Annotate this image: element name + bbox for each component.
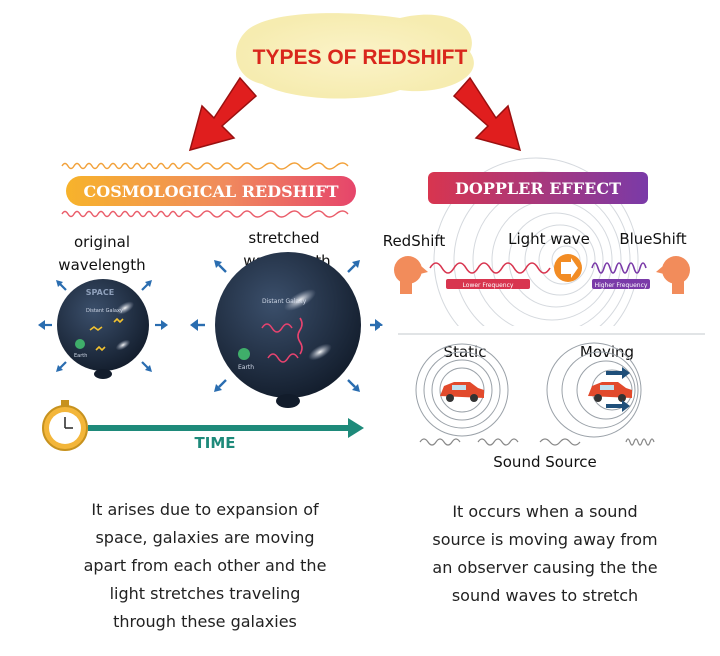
stopwatch-icon [42,400,88,451]
small-sphere-space-label: SPACE [86,288,114,297]
expansion-arrows-large-icon [190,260,383,392]
small-sphere-earth-label: Earth [74,353,87,359]
lower-frequency-text: Lower Frequency [463,282,514,289]
doppler-description-line: It occurs when a sound [452,502,638,521]
cosmological-description-line: light stretches traveling [109,584,301,603]
static-sound-wave [419,438,461,446]
small-space-sphere: SPACE Distant Galaxy Earth [57,279,149,379]
large-space-sphere: Distant Galaxy Earth [215,252,361,408]
cosmological-description-line: through these galaxies [113,612,297,631]
cosmological-description: It arises due to expansion of space, gal… [50,496,360,636]
moving-car-icon [588,382,632,402]
redshift-label: RedShift [383,232,446,250]
cosmological-banner [66,176,356,206]
small-sphere-galaxy-label: Distant Galaxy [86,308,123,314]
wave-decoration-top [61,162,349,170]
original-wavelength-label-2: wavelength [58,256,145,274]
doppler-banner [428,172,648,204]
higher-frequency-text: Higher Frequency [595,282,648,289]
large-sphere-earth-label: Earth [238,364,254,371]
doppler-description-line: sound waves to stretch [451,586,639,605]
doppler-description-line: source is moving away from [432,530,658,549]
time-arrow [88,418,364,438]
large-earth-icon [238,348,250,360]
title-blob [236,13,474,99]
cosmological-description-line: space, galaxies are moving [95,528,315,547]
moving-sound-wave [539,438,581,446]
right-observer-icon [656,256,690,294]
large-sphere-galaxy-label: Distant Galaxy [262,298,307,305]
doppler-banner-text: DOPPLER EFFECT [455,179,621,198]
wave-decoration-bottom [61,210,349,218]
original-wavelength-label-1: original [74,233,130,251]
lower-frequency-tag [446,279,530,289]
doppler-description-line: an observer causing the the [432,558,658,577]
page-title: TYPES OF REDSHIFT [253,46,468,69]
cosmological-banner-text: COSMOLOGICAL REDSHIFT [84,182,339,201]
small-earth-icon [75,339,85,349]
cosmological-description-line: It arises due to expansion of [91,500,319,519]
motion-arrows-icon [606,367,630,412]
static-car-icon [440,382,484,402]
expansion-arrows-small-icon [38,280,168,372]
right-arrow-icon [452,76,522,152]
time-label: TIME [195,434,236,452]
stretched-wavelength-label-1: stretched [248,229,319,247]
red-wave [429,262,551,274]
moving-label: Moving [580,343,634,361]
doppler-description: It occurs when a sound source is moving … [400,498,690,610]
higher-frequency-tag [592,279,650,289]
left-arrow-icon [188,76,258,152]
blueshift-label: BlueShift [619,230,686,248]
sound-source-label: Sound Source [493,453,597,471]
cosmological-description-line: apart from each other and the [83,556,327,575]
blue-wave [591,262,647,274]
left-observer-icon [394,256,428,294]
lightwave-label: Light wave [508,230,590,248]
